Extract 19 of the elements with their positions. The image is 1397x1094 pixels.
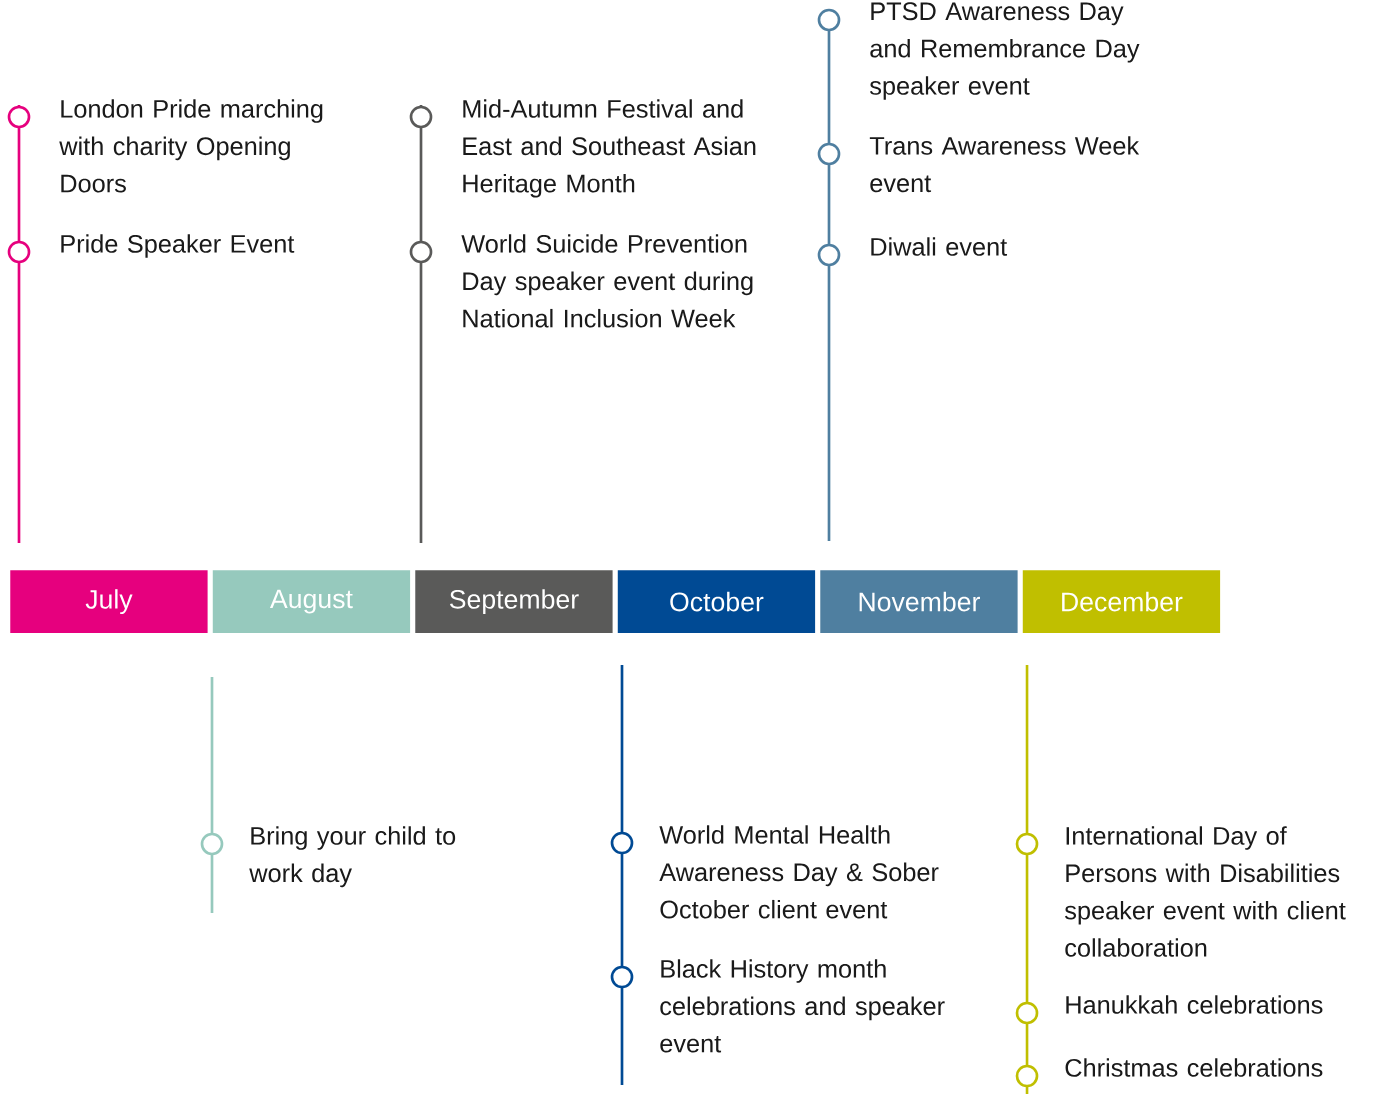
event-text: London Pride marching with charity Opening Doors: [59, 99, 323, 193]
month-bar: October: [617, 570, 816, 633]
month-bar: August: [212, 570, 411, 633]
event-text: Bring your child to work day: [249, 826, 456, 888]
month-bar: September: [415, 570, 613, 633]
event-text: Hanukkah celebrations: [1066, 995, 1323, 1014]
month-bar: November: [820, 570, 1018, 633]
event-text: Diwali event: [871, 237, 1008, 256]
event-text: Christmas celebrations: [1065, 1058, 1323, 1077]
event-text: International Day of Persons with Disabilities speaker event with client collaboration: [1065, 826, 1346, 957]
event-text: World Suicide Prevention Day speaker event during National Inclusion Week: [461, 234, 753, 328]
event-text: Mid-Autumn Festival and East and Southeast Asian Heritage Month: [463, 99, 756, 198]
event-text: Black History month celebrations and speaker event: [660, 959, 945, 1053]
month-bar: July: [10, 570, 208, 633]
event-text: World Mental Health Awareness Day & Sober October client event: [659, 825, 939, 919]
event-text: PTSD Awareness Day and Remembrance Day speaker event: [870, 2, 1140, 100]
event-text: Pride Speaker Event: [61, 234, 295, 258]
month-bar: December: [1022, 570, 1221, 633]
event-text: Trans Awareness Week event: [869, 136, 1140, 193]
